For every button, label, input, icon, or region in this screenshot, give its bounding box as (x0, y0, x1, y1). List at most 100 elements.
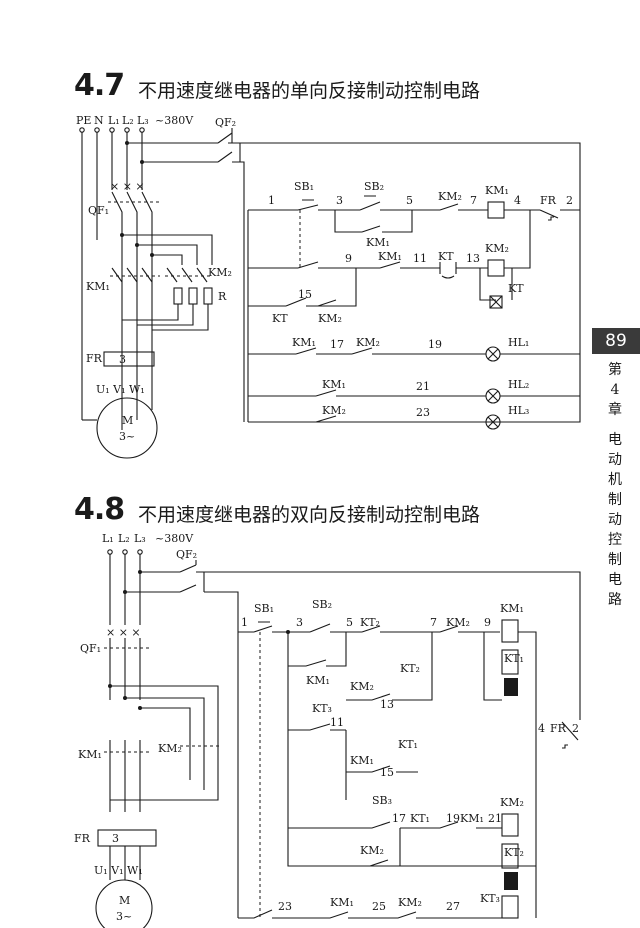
node-9-b: 9 (484, 616, 491, 629)
label-km2-hl3-a: KM₂ (322, 404, 346, 417)
label-km2-coil-a: KM₂ (485, 242, 509, 255)
label-km1-hl2-a: KM₁ (322, 378, 346, 391)
node-19-a: 19 (428, 338, 442, 351)
section-title-4-8: 不用速度继电器的双向反接制动控制电路 (138, 504, 481, 526)
node-1-a: 1 (268, 194, 275, 207)
motor-b (95, 879, 153, 928)
label-sb2-b: SB₂ (312, 598, 332, 611)
label-voltage-a: ~380V (155, 114, 194, 127)
node-19-b: 19 (446, 812, 460, 825)
diagram-4-8: L₁ L₂ L₃ ~380V QF₂ QF₁ × × × KM₁ KM₂ FR … (74, 532, 581, 928)
node-2-a: 2 (566, 194, 573, 207)
qf1-contacts-b: × × × (106, 626, 141, 639)
node-5-a: 5 (406, 194, 413, 207)
label-km2-hl1-a: KM₂ (356, 336, 380, 349)
side-caption-char: 4 (610, 382, 620, 398)
label-l1-b: L₁ (102, 532, 114, 545)
label-km1-hold-b: KM₁ (306, 674, 330, 687)
label-motor-b: M (119, 894, 130, 907)
label-kt1-coil-b: KT₁ (504, 652, 524, 665)
label-km2-nc-a: KM₂ (438, 190, 462, 203)
node-4-b: 4 (538, 722, 545, 735)
label-fr-num-b: 3 (112, 832, 119, 845)
label-kt1-r5-b: KT₁ (410, 812, 430, 825)
label-qf1-b: QF₁ (80, 642, 101, 655)
label-motor-sub-a: 3~ (119, 430, 135, 443)
label-terminals-a: U₁ V₁ W₁ (96, 383, 145, 396)
node-25-b: 25 (372, 900, 386, 913)
node-7-a: 7 (470, 194, 477, 207)
label-r: R (218, 290, 227, 303)
side-caption-char: 电 (608, 432, 622, 448)
label-l2-b: L₂ (118, 532, 130, 545)
label-fr-nc-b: FR (550, 722, 567, 735)
label-sb1-a: SB₁ (294, 180, 314, 193)
label-terminals-b: U₁ V₁ W₁ (94, 864, 143, 877)
label-km1-b-r4: KM₁ (350, 754, 374, 767)
label-km1-hl1-a: KM₁ (292, 336, 316, 349)
node-21-b: 21 (488, 812, 502, 825)
node-11-a: 11 (413, 252, 427, 265)
node-27-b: 27 (446, 900, 460, 913)
label-motor-sub-b: 3~ (116, 910, 132, 923)
label-hl2: HL₂ (508, 378, 529, 391)
label-fr-num-a: 3 (119, 353, 126, 366)
label-kt2-coil-b: KT₂ (504, 846, 524, 859)
label-qf1-a: QF₁ (88, 204, 109, 217)
node-3-b: 3 (296, 616, 303, 629)
label-km1-hold-a: KM₁ (366, 236, 390, 249)
section-title-4-7: 不用速度继电器的单向反接制动控制电路 (138, 80, 481, 102)
label-km2-main-b: KM₂ (158, 742, 182, 755)
node-11-b: 11 (330, 716, 344, 729)
node-17-b: 17 (392, 812, 406, 825)
qf1-contacts: × × × (110, 180, 145, 193)
node-7-b: 7 (430, 616, 437, 629)
label-hl1: HL₁ (508, 336, 529, 349)
label-km1-r5-b: KM₁ (460, 812, 484, 825)
label-kt3-coil-b: KT₃ (480, 892, 500, 905)
node-21-a: 21 (416, 380, 430, 393)
label-pe: PE (76, 114, 91, 127)
side-caption-char: 制 (608, 492, 622, 508)
label-km2-rung3-a: KM₂ (318, 312, 342, 325)
label-qf2-a: QF₂ (215, 116, 236, 129)
label-sb3-b: SB₃ (372, 794, 392, 807)
side-caption-char: 动 (608, 452, 622, 468)
label-fr-b: FR (74, 832, 91, 845)
side-caption-char: 第 (608, 362, 622, 378)
label-kt2-b: KT₂ (360, 616, 380, 629)
motor-a (96, 397, 158, 459)
label-km1-coil-a: KM₁ (485, 184, 509, 197)
label-l1: L₁ (108, 114, 120, 127)
node-15-b: 15 (380, 766, 394, 779)
label-motor-a: M (122, 414, 133, 427)
label-kt3-b: KT₃ (312, 702, 332, 715)
label-km2-b-r2: KM₂ (350, 680, 374, 693)
label-n: N (94, 114, 104, 127)
side-caption-char: 章 (608, 402, 622, 418)
label-hl3: HL₃ (508, 404, 529, 417)
label-km1-r7-b: KM₁ (330, 896, 354, 909)
label-km1-main-b: KM₁ (78, 748, 102, 761)
label-l3: L₃ (137, 114, 149, 127)
supply-terminals-a (79, 127, 145, 133)
section-number-4-7: 4.7 (74, 68, 125, 103)
label-fr-a: FR (86, 352, 103, 365)
node-2-b: 2 (572, 722, 579, 735)
diagram-4-7: PE N L₁ L₂ L₃ ~380V QF₂ QF₁ × × × KM₁ KM… (76, 114, 581, 459)
section-number-4-8: 4.8 (74, 492, 125, 527)
node-13-b: 13 (380, 698, 394, 711)
label-qf2-b: QF₂ (176, 548, 197, 561)
page-number-tab: 89 (592, 328, 640, 354)
side-caption-char: 动 (608, 512, 622, 528)
node-23-b: 23 (278, 900, 292, 913)
label-km1-rung2-a: KM₁ (378, 250, 402, 263)
label-kt-coil-a: KT (508, 282, 524, 295)
label-km1-main-a: KM₁ (86, 280, 110, 293)
label-fr-nc-a: FR (540, 194, 557, 207)
label-l2: L₂ (122, 114, 134, 127)
label-kt-rung3-a: KT (272, 312, 288, 325)
side-caption-char: 制 (608, 552, 622, 568)
